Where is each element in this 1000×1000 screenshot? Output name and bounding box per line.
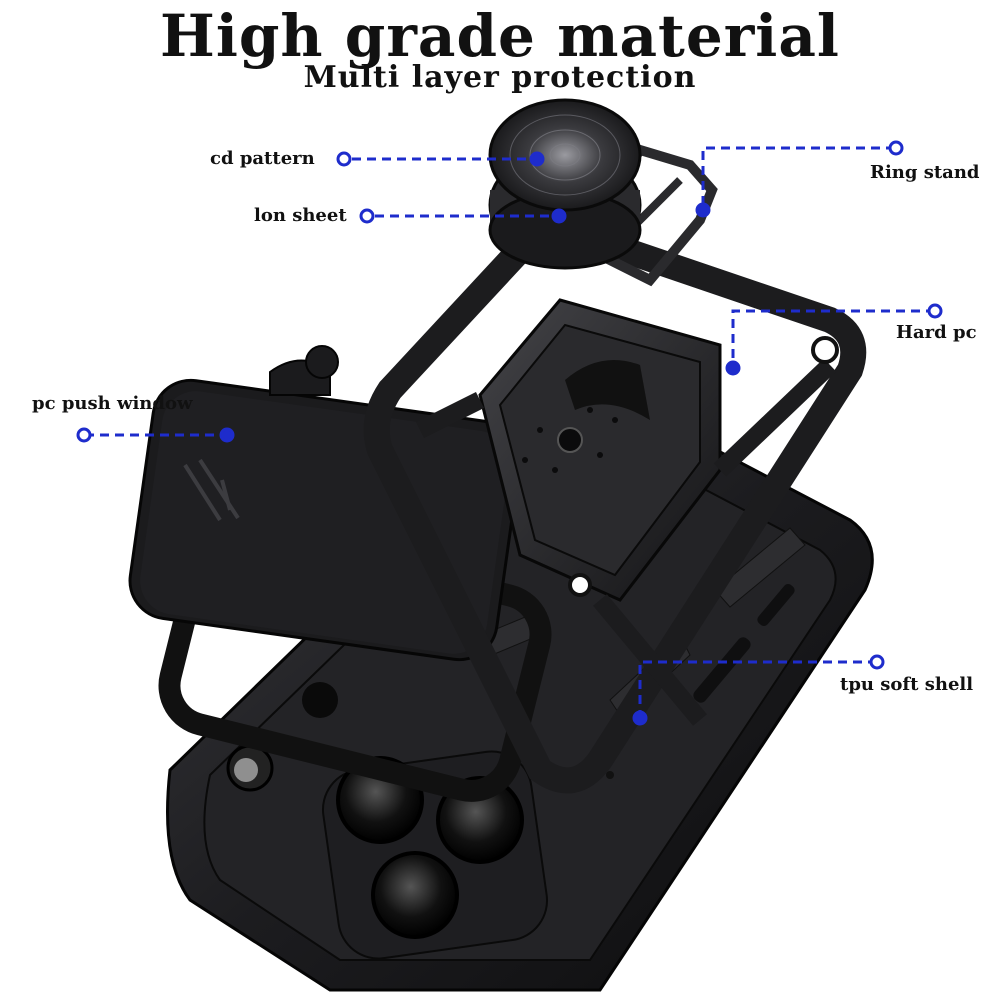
label-hard-pc: Hard pc bbox=[896, 322, 977, 343]
callout-dot-pc-push-window-start bbox=[76, 427, 92, 443]
callout-dot-ring-stand-end bbox=[695, 202, 711, 218]
callout-dot-cd-pattern-start bbox=[336, 151, 352, 167]
callout-dot-ring-stand-start bbox=[888, 140, 904, 156]
cd-pattern-disc bbox=[488, 98, 642, 212]
pc-push-window-part bbox=[128, 345, 522, 662]
page-title: High grade material bbox=[160, 2, 840, 70]
hard-pc-part bbox=[363, 219, 867, 794]
label-tpu-soft-shell: tpu soft shell bbox=[840, 674, 974, 695]
callout-dot-tpu-soft-shell-end bbox=[632, 710, 648, 726]
label-cd-pattern: cd pattern bbox=[210, 148, 315, 169]
callout-dot-lon-sheet-end bbox=[551, 208, 567, 224]
ring-disc-part bbox=[488, 98, 642, 270]
label-ring-stand: Ring stand bbox=[870, 162, 980, 183]
callout-dot-lon-sheet-start bbox=[359, 208, 375, 224]
callout-dot-hard-pc-start bbox=[927, 303, 943, 319]
callout-dot-hard-pc-end bbox=[725, 360, 741, 376]
callout-lines bbox=[85, 146, 935, 718]
page-subtitle: Multi layer protection bbox=[303, 60, 697, 95]
callout-line-ring-stand bbox=[701, 146, 895, 210]
label-pc-push-window: pc push window bbox=[32, 393, 193, 414]
callout-line-hard-pc bbox=[731, 309, 935, 368]
callout-dot-pc-push-window-end bbox=[219, 427, 235, 443]
callout-dot-tpu-soft-shell-start bbox=[869, 654, 885, 670]
callout-line-tpu-soft-shell bbox=[638, 660, 877, 718]
callout-dot-cd-pattern-end bbox=[529, 151, 545, 167]
camera-module bbox=[226, 682, 614, 960]
label-lon-sheet: lon sheet bbox=[254, 205, 347, 226]
callout-dots bbox=[76, 140, 943, 726]
